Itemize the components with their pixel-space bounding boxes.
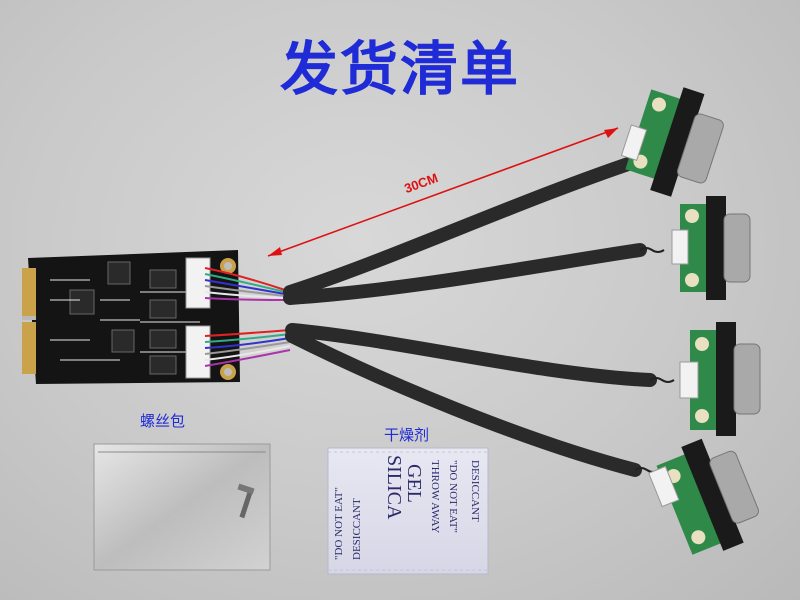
db9-connector-2 bbox=[671, 196, 751, 300]
ribbon-wires bbox=[204, 267, 291, 367]
desiccant-text-5: THROW AWAY bbox=[429, 460, 441, 533]
desiccant-text-4: GEL bbox=[403, 464, 425, 503]
desiccant-label: 干燥剂 bbox=[384, 426, 430, 444]
desiccant-text-1: "DO NOT EAT" bbox=[333, 487, 345, 560]
screw-bag-label: 螺丝包 bbox=[140, 412, 186, 430]
desiccant-text-7: DESICCANT bbox=[469, 460, 481, 522]
desiccant-text-6: "DO NOT EAT" bbox=[447, 460, 459, 533]
screw-bag bbox=[93, 443, 271, 571]
mini-pcie-card bbox=[22, 250, 240, 384]
page-title: 发货清单 bbox=[279, 35, 520, 103]
db9-connector-1 bbox=[620, 87, 724, 197]
desiccant-pack bbox=[327, 447, 489, 575]
cable-length-arrow bbox=[267, 127, 619, 257]
screw-icon bbox=[237, 483, 255, 519]
db9-connector-3 bbox=[679, 322, 761, 436]
db9-connector-4 bbox=[648, 438, 759, 555]
desiccant-text-3: SILICA bbox=[383, 455, 405, 520]
db9-cables bbox=[283, 153, 657, 477]
desiccant-text-2: DESICCANT bbox=[351, 498, 363, 560]
